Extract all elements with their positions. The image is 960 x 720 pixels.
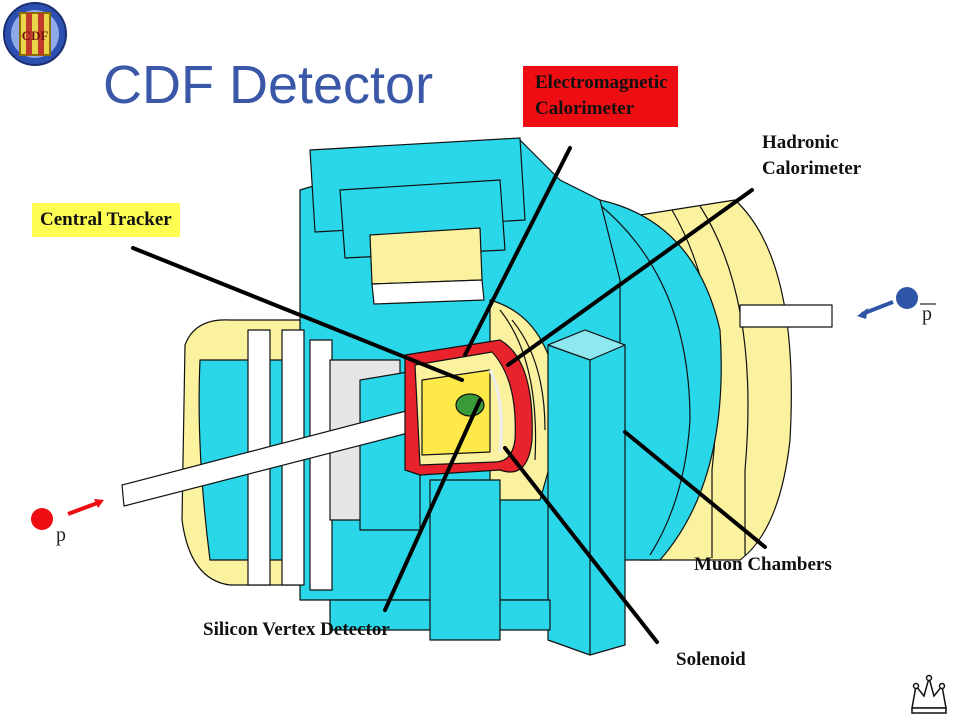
line-muon [623, 430, 767, 549]
solenoid-ring [488, 369, 503, 453]
proton-arrow [67, 500, 101, 516]
line-central-tracker [131, 246, 464, 382]
central-tracker-label: Central Tracker [32, 203, 180, 237]
silicon-vertex-label: Silicon Vertex Detector [203, 619, 390, 640]
cdf-logo: CDF [3, 2, 67, 66]
svg-text:CDF: CDF [22, 28, 49, 43]
line-solenoid [503, 446, 659, 644]
beampipe-right [739, 304, 833, 328]
antiproton-label: p [922, 303, 932, 325]
hadronic-calorimeter-label: Hadronic Calorimeter [762, 130, 861, 182]
hadronic-line2: Calorimeter [762, 158, 862, 179]
em-calorimeter-label: Electromagnetic Calorimeter [523, 66, 678, 127]
em-calorimeter-line1: Electromagnetic [535, 72, 668, 93]
muon-chambers-label: Muon Chambers [694, 554, 832, 575]
proton-dot [31, 508, 53, 530]
muon-slab [547, 329, 626, 656]
solenoid-label: Solenoid [676, 649, 746, 670]
antiproton-dot [896, 287, 918, 309]
line-hadronic [506, 188, 754, 367]
proton-label: p [56, 524, 66, 546]
line-em-calorimeter [463, 146, 572, 357]
crown-nav-icon[interactable] [906, 668, 952, 716]
line-silicon [383, 398, 482, 612]
page-title: CDF Detector [103, 55, 434, 115]
em-calorimeter-line2: Calorimeter [535, 98, 635, 119]
hadronic-line1: Hadronic [762, 132, 839, 153]
